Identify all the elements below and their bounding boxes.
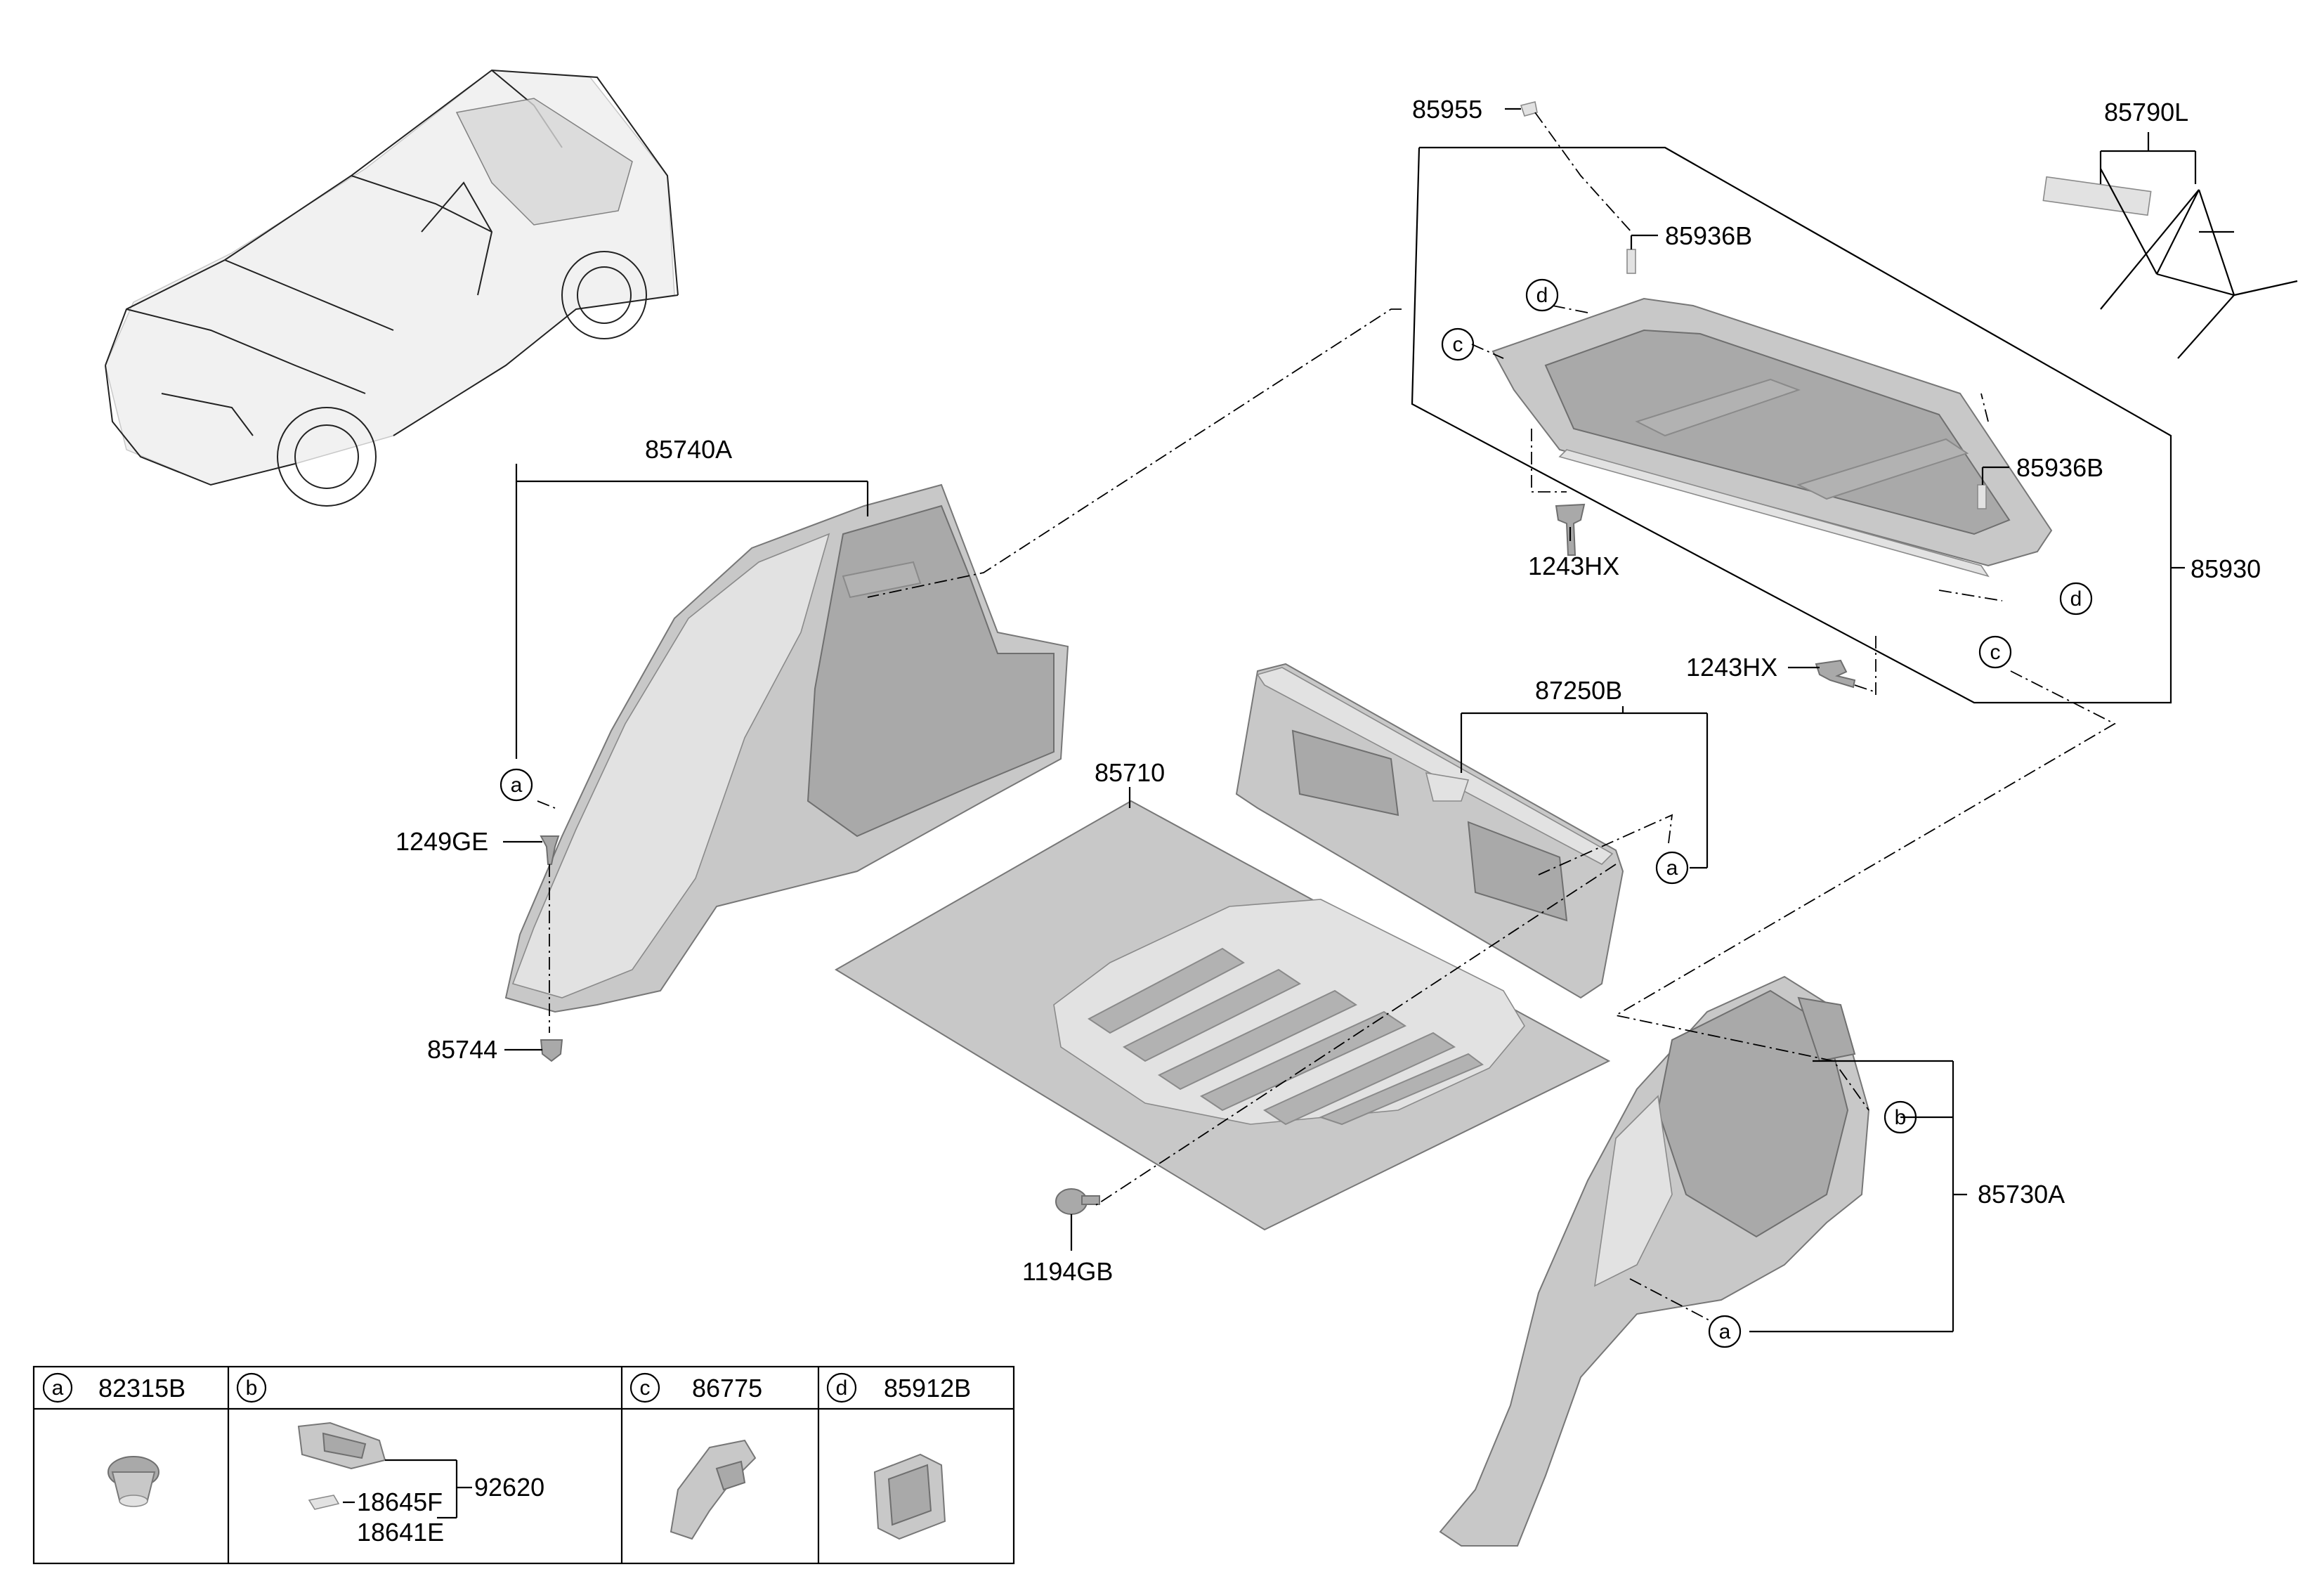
label-1194GB: 1194GB (1022, 1257, 1113, 1286)
label-85936B-top: 85936B (1665, 221, 1752, 250)
callout-a-right: a (1708, 1315, 1742, 1348)
legend-header-d: d 85912B (826, 1372, 971, 1403)
legend-b-part-92620: 92620 (474, 1473, 544, 1502)
label-85790L: 85790L (2104, 98, 2188, 126)
legend-header-a: a 82315B (42, 1372, 185, 1403)
label-85744: 85744 (427, 1035, 497, 1064)
svg-text:a: a (52, 1377, 64, 1400)
legend-b-part-18641E: 18641E (357, 1518, 444, 1547)
callout-d-top: d (1525, 278, 1559, 312)
svg-text:a: a (511, 774, 523, 797)
callout-c-top: c (1441, 327, 1475, 361)
legend-table: a 82315B b c 86775 d 85912B (32, 1365, 1015, 1565)
callout-circles: d c d c a a b a (500, 278, 2093, 1348)
legend-code-c: 86775 (692, 1374, 762, 1402)
legend-part-d-clip (873, 1453, 946, 1540)
floor-board-85710 (835, 800, 1611, 1231)
trim-85730A (1439, 975, 1870, 1547)
svg-text:a: a (1666, 857, 1678, 880)
callout-a-left: a (500, 768, 533, 802)
trim-85740A (504, 483, 1069, 1013)
part-labels: 85955 85790L 85936B 85936B 85930 1243HX … (396, 95, 2261, 1286)
svg-text:d: d (836, 1377, 848, 1400)
callout-d-right: d (2059, 582, 2093, 616)
callout-b-right: b (1884, 1100, 1917, 1134)
cover-shelf-85930 (1491, 297, 2053, 578)
label-85930: 85930 (2191, 554, 2261, 583)
label-87250B: 87250B (1535, 676, 1622, 705)
leader-lines (503, 108, 2197, 1333)
svg-text:a: a (1719, 1320, 1731, 1343)
label-85955: 85955 (1412, 95, 1482, 124)
left-fasteners (540, 835, 563, 1062)
label-85730A: 85730A (1978, 1180, 2065, 1209)
legend-part-b-lamp: 92620 18645F 18641E (297, 1421, 544, 1547)
legend-part-a-clip (107, 1456, 159, 1507)
callout-a-transverse: a (1655, 851, 1689, 885)
svg-text:c: c (1990, 641, 2001, 664)
legend-part-c-hook (670, 1439, 757, 1540)
luggage-net-85790L (2042, 168, 2298, 359)
floor-clip (1055, 1188, 1100, 1215)
svg-text:b: b (246, 1377, 258, 1400)
svg-text:d: d (1536, 284, 1548, 307)
label-85710: 85710 (1095, 758, 1165, 787)
svg-text:d: d (2070, 587, 2082, 611)
legend-b-part-18645F: 18645F (357, 1488, 443, 1516)
label-1243HX-top: 1243HX (1528, 552, 1619, 580)
legend-header-b: b (236, 1372, 267, 1403)
legend-header-c: c 86775 (629, 1372, 762, 1403)
callout-c-right: c (1978, 635, 2012, 669)
vehicle-overview-illustration (105, 69, 679, 507)
svg-text:c: c (1453, 333, 1463, 356)
label-1249GE: 1249GE (396, 827, 488, 856)
legend-code-a: 82315B (98, 1374, 185, 1402)
label-1243HX-bottom: 1243HX (1686, 653, 1777, 682)
svg-text:b: b (1895, 1106, 1907, 1129)
transverse-trim-87250B (1235, 663, 1624, 999)
svg-text:c: c (640, 1377, 651, 1400)
label-85740A: 85740A (645, 435, 732, 464)
assembly-dash-lines (537, 112, 2116, 1322)
label-85936B-right: 85936B (2016, 453, 2103, 482)
legend-code-d: 85912B (884, 1374, 971, 1402)
